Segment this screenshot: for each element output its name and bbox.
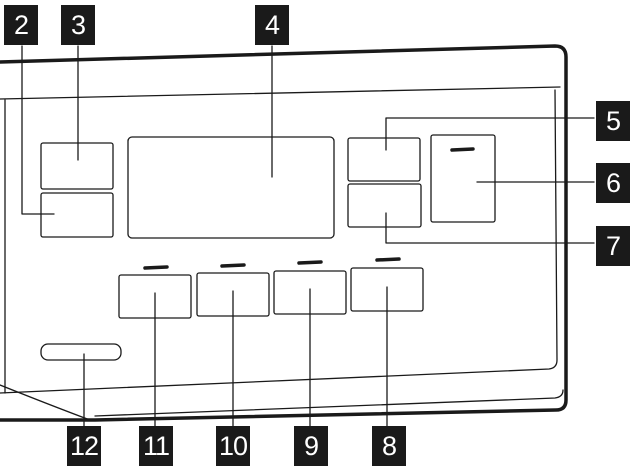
- button-6: [430, 134, 496, 223]
- led-10: [220, 263, 246, 268]
- callout-12: 12: [67, 426, 101, 466]
- leader-5: [385, 117, 595, 151]
- panel-inner-frame: [0, 89, 558, 394]
- callout-3: 3: [61, 5, 95, 45]
- callout-9: 9: [294, 426, 328, 466]
- led-8: [375, 257, 401, 262]
- led-9: [297, 260, 323, 265]
- button-2: [40, 192, 114, 238]
- callout-11: 11: [139, 426, 173, 466]
- panel-bottom-curve: [0, 384, 91, 421]
- callout-2: 2: [4, 5, 38, 45]
- leader-2: [21, 45, 55, 215]
- callout-7: 7: [596, 226, 630, 266]
- callout-10: 10: [216, 426, 250, 466]
- display-4: [127, 136, 335, 239]
- panel-lower-edge: [94, 389, 564, 417]
- callout-5: 5: [596, 101, 630, 141]
- callout-6: 6: [596, 163, 630, 203]
- led-indicators: [143, 147, 475, 270]
- leader-7: [385, 212, 595, 244]
- button-7: [347, 183, 422, 228]
- callout-4: 4: [255, 5, 289, 45]
- panel-outline: [0, 44, 568, 422]
- button-3: [40, 142, 114, 190]
- button-5: [347, 137, 421, 182]
- panel-inner-top-edge: [0, 86, 561, 100]
- led-6: [450, 147, 475, 152]
- leader-lines: [21, 45, 595, 427]
- callout-8: 8: [372, 426, 406, 466]
- led-11: [143, 265, 169, 270]
- indicator-12: [40, 343, 122, 361]
